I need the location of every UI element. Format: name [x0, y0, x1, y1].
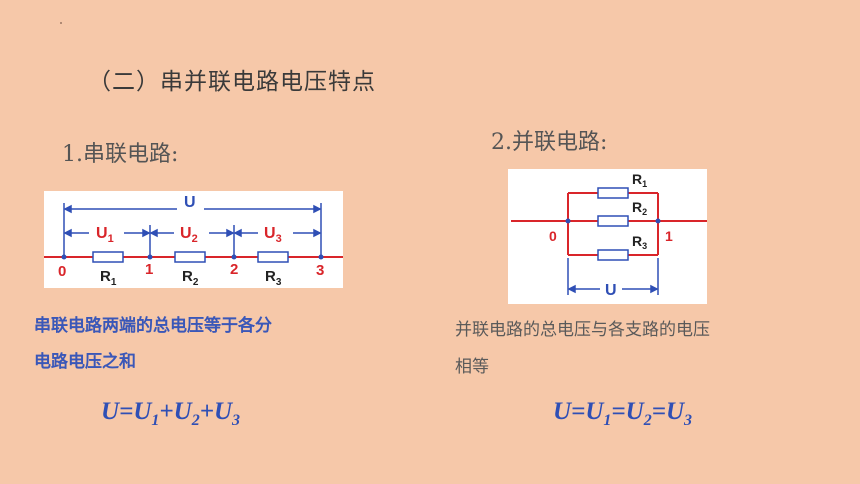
parallel-resistor-label-3: R3 — [632, 233, 647, 251]
parallel-circuit-svg: R1 R2 R3 0 1 U — [511, 171, 707, 299]
series-resistor-label-1: R1 — [100, 268, 117, 288]
series-resistor-2 — [174, 251, 206, 263]
series-total-arrow — [63, 204, 322, 214]
series-node-label-0: 0 — [58, 263, 66, 280]
series-description-line-2: 电路电压之和 — [34, 352, 136, 372]
parallel-total-arrow — [567, 258, 659, 295]
parallel-node-label-1: 1 — [665, 228, 673, 244]
series-voltage-3: U3 — [264, 225, 282, 245]
section-heading: （二）串并联电路电压特点 — [88, 69, 376, 95]
series-ticks — [63, 203, 322, 255]
parallel-resistor-1 — [597, 187, 629, 199]
series-node-label-2: 2 — [230, 261, 238, 278]
series-circuit-diagram: U U1 U2 U3 R1 R2 R3 0 1 2 3 — [44, 191, 343, 288]
series-voltage-formula: U=U1+U2+U3 — [101, 398, 240, 429]
series-resistor-1 — [92, 251, 124, 263]
parallel-node-label-0: 0 — [549, 228, 557, 244]
parallel-resistor-label-2: R2 — [632, 199, 647, 217]
parallel-description-line-1: 并联电路的总电压与各支路的电压 — [455, 320, 710, 340]
series-voltage-2: U2 — [180, 225, 198, 245]
series-voltage-1: U1 — [96, 225, 114, 245]
dot-mark — [60, 22, 62, 24]
series-circuit-title: 1.串联电路: — [62, 142, 179, 167]
parallel-wires — [511, 192, 707, 256]
series-node-0 — [61, 254, 67, 260]
series-node-label-1: 1 — [145, 261, 153, 278]
series-node-2 — [231, 254, 237, 260]
parallel-node-0 — [565, 218, 571, 224]
parallel-node-1 — [655, 218, 661, 224]
parallel-total-label: U — [605, 282, 617, 299]
series-circuit-svg: U U1 U2 U3 R1 R2 R3 0 1 2 3 — [44, 194, 343, 288]
parallel-resistor-3 — [597, 249, 629, 261]
parallel-circuit-title: 2.并联电路: — [491, 130, 608, 155]
parallel-circuit-diagram: R1 R2 R3 0 1 U — [508, 169, 707, 304]
series-segment-arrows — [63, 228, 322, 238]
parallel-resistor-2 — [597, 215, 629, 227]
series-resistor-3 — [257, 251, 289, 263]
series-resistor-label-3: R3 — [265, 268, 282, 288]
parallel-voltage-formula: U=U1=U2=U3 — [553, 398, 692, 429]
series-description-line-1: 串联电路两端的总电压等于各分 — [34, 316, 272, 336]
series-node-1 — [147, 254, 153, 260]
series-node-3 — [318, 254, 324, 260]
series-total-label: U — [184, 194, 196, 211]
parallel-description-line-2: 相等 — [455, 357, 489, 377]
parallel-resistor-label-1: R1 — [632, 171, 647, 189]
series-node-label-3: 3 — [316, 262, 324, 279]
series-resistor-label-2: R2 — [182, 268, 199, 288]
